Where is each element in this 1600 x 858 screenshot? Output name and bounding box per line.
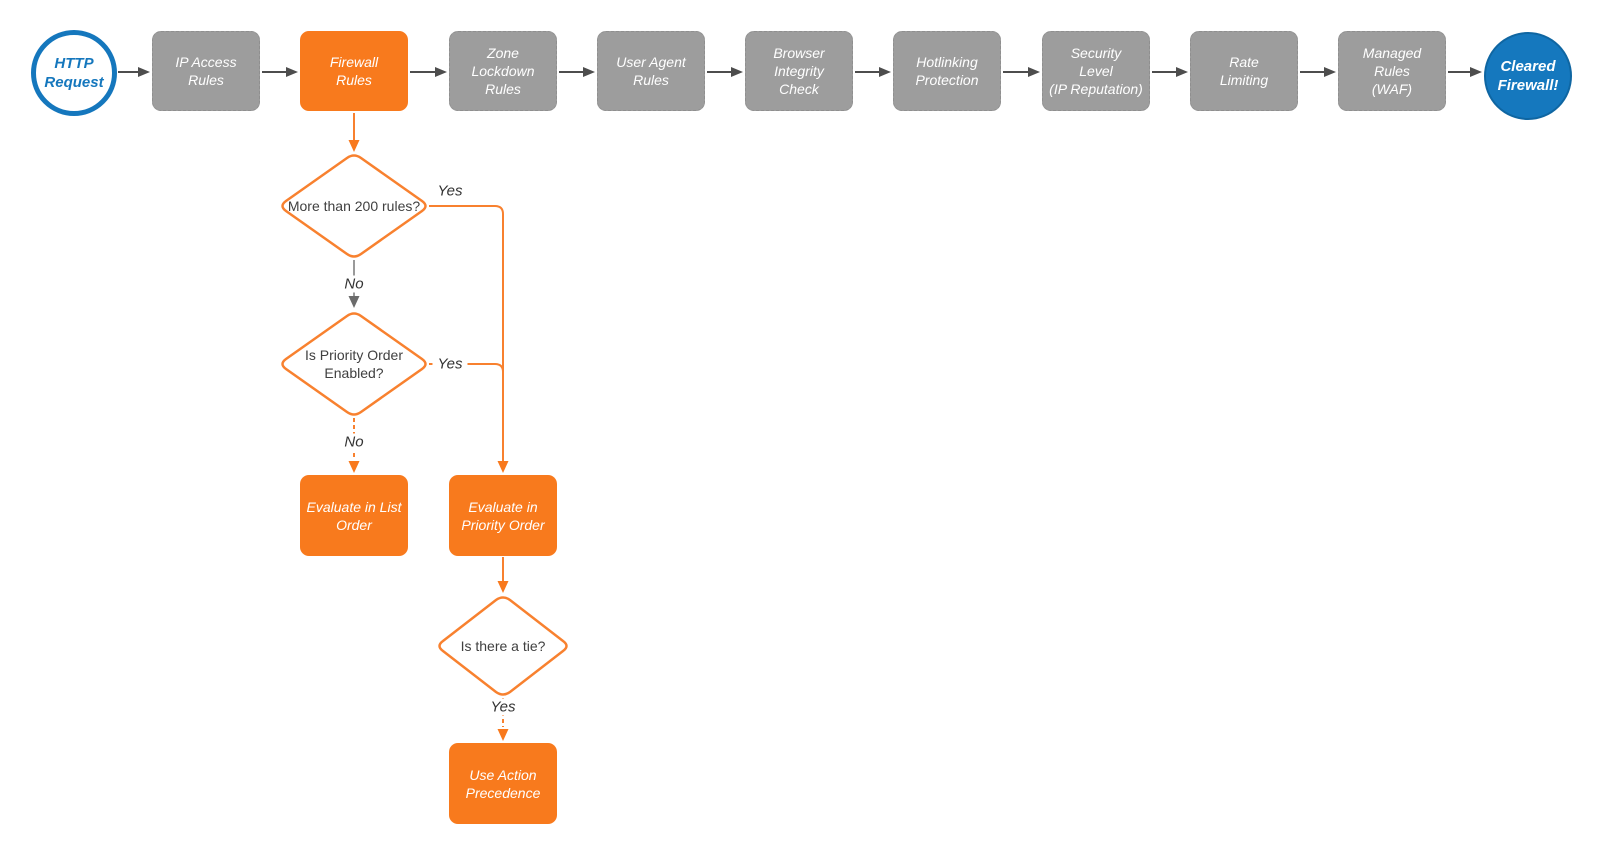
decision-more-than-200-rules: More than 200 rules? — [279, 153, 429, 259]
edge-label-no-1: No — [339, 275, 369, 293]
diamond-more-than-200-rules — [281, 154, 427, 258]
edge-label-no-2: No — [339, 433, 369, 451]
stage-label: Security Level (IP Reputation) — [1049, 45, 1143, 97]
decision-label: More than 200 rules? — [287, 198, 421, 214]
orange-arrowheads — [348, 140, 509, 741]
edge-label-yes-1: Yes — [432, 182, 468, 200]
cleared-firewall-label: Cleared Firewall! — [1497, 58, 1559, 94]
stage-user-agent-rules: User Agent Rules — [597, 31, 705, 111]
node-cleared-firewall: Cleared Firewall! — [1484, 32, 1572, 120]
stage-label: Hotlinking Protection — [915, 54, 979, 88]
action-use-action-precedence: Use Action Precedence — [449, 743, 557, 824]
decision-label: Is there a tie? — [460, 638, 546, 654]
action-label: Use Action Precedence — [465, 766, 541, 801]
stage-label: Managed Rules (WAF) — [1362, 45, 1422, 97]
diamond-priority-order-enabled — [281, 312, 427, 416]
diamond-is-there-a-tie — [438, 596, 568, 696]
decision-priority-order-enabled: Is Priority Order Enabled? — [279, 311, 429, 417]
stage-label: Zone Lockdown Rules — [471, 45, 535, 97]
node-http-request: HTTP Request — [31, 30, 117, 116]
orange-connectors — [353, 113, 504, 581]
stage-zone-lockdown-rules: Zone Lockdown Rules — [449, 31, 557, 111]
action-evaluate-in-priority-order: Evaluate in Priority Order — [449, 475, 557, 556]
action-evaluate-in-list-order: Evaluate in List Order — [300, 475, 408, 556]
stage-label: Rate Limiting — [1219, 54, 1269, 88]
stage-managed-rules-waf: Managed Rules (WAF) — [1338, 31, 1446, 111]
stage-browser-integrity-check: Browser Integrity Check — [745, 31, 853, 111]
stage-label: User Agent Rules — [616, 54, 686, 88]
edge-label-yes-2: Yes — [432, 355, 468, 373]
stage-security-level: Security Level (IP Reputation) — [1042, 31, 1150, 111]
stage-firewall-rules: Firewall Rules — [300, 31, 408, 111]
stage-ip-access-rules: IP Access Rules — [152, 31, 260, 111]
stage-label: IP Access Rules — [175, 54, 237, 88]
action-label: Evaluate in List Order — [306, 498, 402, 533]
decision-is-there-a-tie: Is there a tie? — [436, 595, 570, 697]
stage-label: Firewall Rules — [329, 54, 379, 88]
edge-label-yes-3: Yes — [485, 698, 521, 716]
stage-rate-limiting: Rate Limiting — [1190, 31, 1298, 111]
decision-diamonds — [281, 154, 568, 696]
stage-hotlinking-protection: Hotlinking Protection — [893, 31, 1001, 111]
action-label: Evaluate in Priority Order — [461, 498, 545, 533]
pipeline-arrows — [118, 67, 1482, 77]
decision-label: Is Priority Order Enabled? — [304, 347, 403, 381]
stage-label: Browser Integrity Check — [773, 45, 825, 97]
http-request-label: HTTP Request — [44, 55, 104, 91]
